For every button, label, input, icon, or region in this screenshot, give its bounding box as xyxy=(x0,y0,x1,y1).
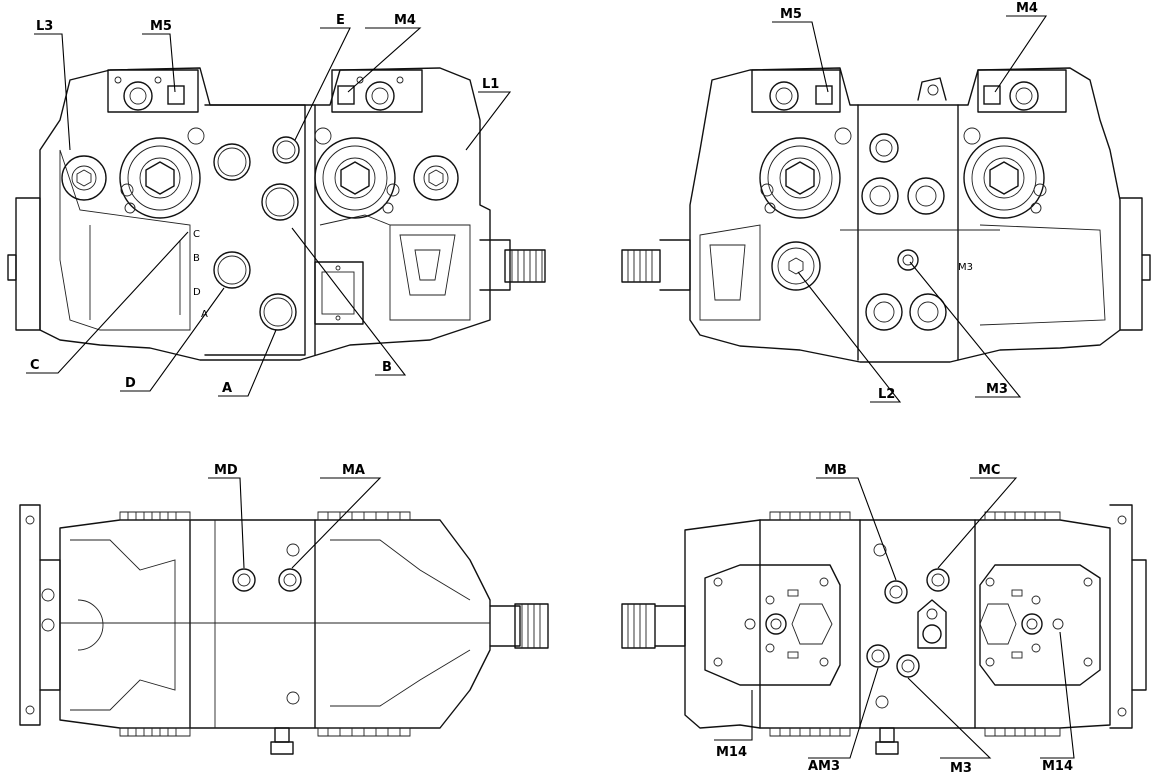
label-d: D xyxy=(125,376,136,391)
label-m14-right: M14 xyxy=(1042,759,1073,774)
label-m3-top: M3 xyxy=(986,382,1008,397)
label-mc: MC xyxy=(978,463,1000,478)
label-mb: MB xyxy=(824,463,847,478)
body-letter-c: C xyxy=(193,229,200,240)
view-top-left: C B D A L3 M5 E M4 L1 C D A B xyxy=(7,13,546,397)
label-b: B xyxy=(382,360,392,375)
body-letter-m3: M3 xyxy=(958,262,973,273)
label-ma: MA xyxy=(342,463,365,478)
label-m3-bottom: M3 xyxy=(950,761,972,776)
label-l1: L1 xyxy=(482,77,499,92)
label-m14-left: M14 xyxy=(716,745,747,760)
label-l3: L3 xyxy=(36,19,53,34)
label-md: MD xyxy=(214,463,238,478)
view-bottom-left: MD MA xyxy=(19,463,549,755)
body-letter-d: D xyxy=(193,287,201,298)
label-e: E xyxy=(336,13,345,28)
view-top-right: M3 M5 M4 L2 M3 xyxy=(621,1,1151,403)
label-m4: M4 xyxy=(394,13,416,28)
label-a: A xyxy=(222,381,232,396)
label-c: C xyxy=(30,358,40,373)
label-l2: L2 xyxy=(878,387,895,402)
body-letter-b: B xyxy=(193,253,200,264)
label-am3: AM3 xyxy=(808,759,840,774)
label-m5: M5 xyxy=(150,19,172,34)
label-m5-right: M5 xyxy=(780,7,802,22)
label-m4-right: M4 xyxy=(1016,1,1038,16)
view-bottom-right: MB MC M14 AM3 M3 M14 xyxy=(621,463,1147,776)
